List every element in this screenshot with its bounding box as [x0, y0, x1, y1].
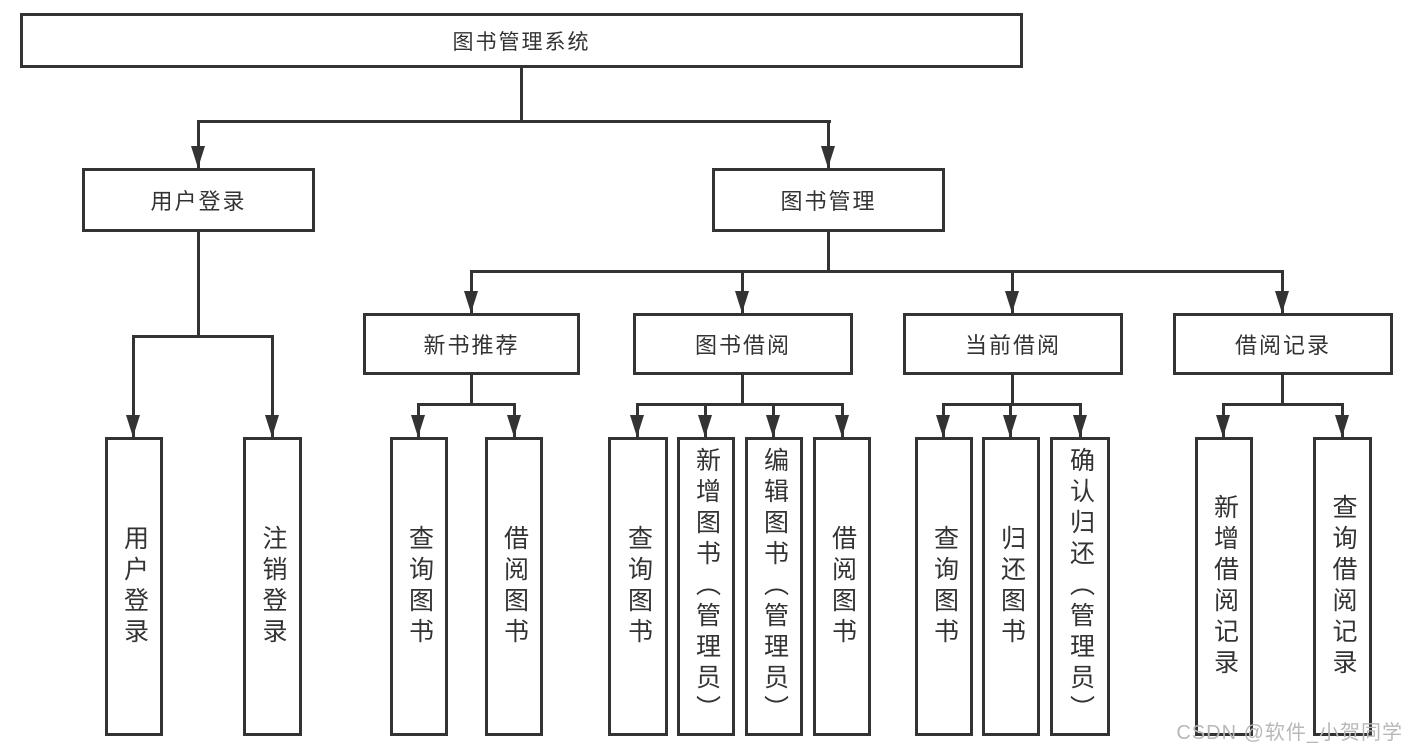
node-new-book-recommend: 新书推荐 [363, 313, 580, 375]
leaf-label: 注销登录 [259, 524, 287, 649]
connector-line [1281, 375, 1284, 403]
leaf-label: 确认归还（管理员） [1066, 447, 1095, 726]
node-borrow-records: 借阅记录 [1173, 313, 1393, 375]
leaf-label: 查询借阅记录 [1329, 493, 1357, 680]
node-book-management: 图书管理 [712, 168, 945, 232]
connector-line [741, 375, 744, 403]
connector-line [636, 403, 844, 406]
leaf-borrow-borrow-books: 借阅图书 [813, 437, 871, 736]
node-current-borrow: 当前借阅 [903, 313, 1123, 375]
node-label: 新书推荐 [423, 333, 520, 358]
arrow-down-icon [507, 415, 521, 437]
leaf-current-confirm-return-admin: 确认归还（管理员） [1050, 437, 1110, 736]
watermark-text: CSDN @软件_小贺同学 [1176, 722, 1403, 744]
connector-line [520, 68, 523, 120]
connector-line [827, 120, 830, 168]
leaf-borrow-edit-books-admin: 编辑图书（管理员） [745, 437, 803, 736]
leaf-label: 借阅图书 [828, 524, 857, 649]
arrow-down-icon [1005, 291, 1019, 313]
leaf-newbook-query-books: 查询图书 [390, 437, 448, 736]
leaf-records-query-record: 查询借阅记录 [1313, 437, 1372, 736]
node-label: 借阅记录 [1234, 333, 1331, 358]
arrow-down-icon [191, 146, 205, 168]
arrow-down-icon [766, 415, 780, 437]
node-label: 当前借阅 [964, 333, 1061, 358]
connector-line [197, 232, 200, 335]
arrow-down-icon [411, 415, 425, 437]
arrow-down-icon [698, 415, 712, 437]
arrow-down-icon [821, 146, 835, 168]
leaf-label: 借阅图书 [500, 524, 529, 649]
arrow-down-icon [1335, 415, 1349, 437]
leaf-borrow-add-books-admin: 新增图书（管理员） [677, 437, 735, 736]
connector-line [1222, 403, 1344, 406]
arrow-down-icon [835, 415, 849, 437]
node-book-borrow: 图书借阅 [633, 313, 853, 375]
leaf-current-return-books: 归还图书 [982, 437, 1040, 736]
leaf-label: 用户登录 [120, 524, 149, 649]
leaf-label: 查询图书 [930, 524, 959, 649]
leaf-records-add-record: 新增借阅记录 [1195, 437, 1253, 736]
arrow-down-icon [1216, 415, 1230, 437]
arrow-down-icon [735, 291, 749, 313]
connector-line [417, 403, 516, 406]
leaf-label: 新增图书（管理员） [692, 447, 721, 726]
connector-line [942, 403, 1082, 406]
node-label: 图书管理 [780, 189, 877, 214]
leaf-label: 归还图书 [997, 524, 1026, 649]
leaf-borrow-query-books: 查询图书 [608, 437, 668, 736]
connector-line [1011, 375, 1014, 403]
leaf-current-query-books: 查询图书 [915, 437, 973, 736]
node-label: 图书管理系统 [452, 30, 591, 54]
connector-line [197, 120, 200, 168]
node-user-login: 用户登录 [82, 168, 315, 232]
arrow-down-icon [1275, 291, 1289, 313]
connector-line [132, 335, 274, 338]
arrow-down-icon [1003, 415, 1017, 437]
node-library-system: 图书管理系统 [20, 13, 1023, 68]
node-label: 图书借阅 [694, 333, 791, 358]
arrow-down-icon [126, 415, 140, 437]
leaf-label: 查询图书 [405, 524, 434, 649]
node-label: 用户登录 [150, 189, 247, 214]
arrow-down-icon [464, 291, 478, 313]
leaf-label: 编辑图书（管理员） [760, 447, 789, 726]
leaf-logout: 注销登录 [243, 437, 302, 736]
arrow-down-icon [265, 415, 279, 437]
leaf-label: 新增借阅记录 [1210, 493, 1239, 680]
arrow-down-icon [630, 415, 644, 437]
arrow-down-icon [936, 415, 950, 437]
connector-line [271, 335, 274, 437]
connector-line [132, 335, 135, 437]
connector-line [827, 232, 830, 270]
connector-line [470, 270, 1284, 273]
leaf-user-login: 用户登录 [105, 437, 163, 736]
arrow-down-icon [1073, 415, 1087, 437]
leaf-newbook-borrow-books: 借阅图书 [485, 437, 543, 736]
leaf-label: 查询图书 [624, 524, 653, 649]
connector-line [197, 120, 831, 123]
connector-line [470, 375, 473, 403]
